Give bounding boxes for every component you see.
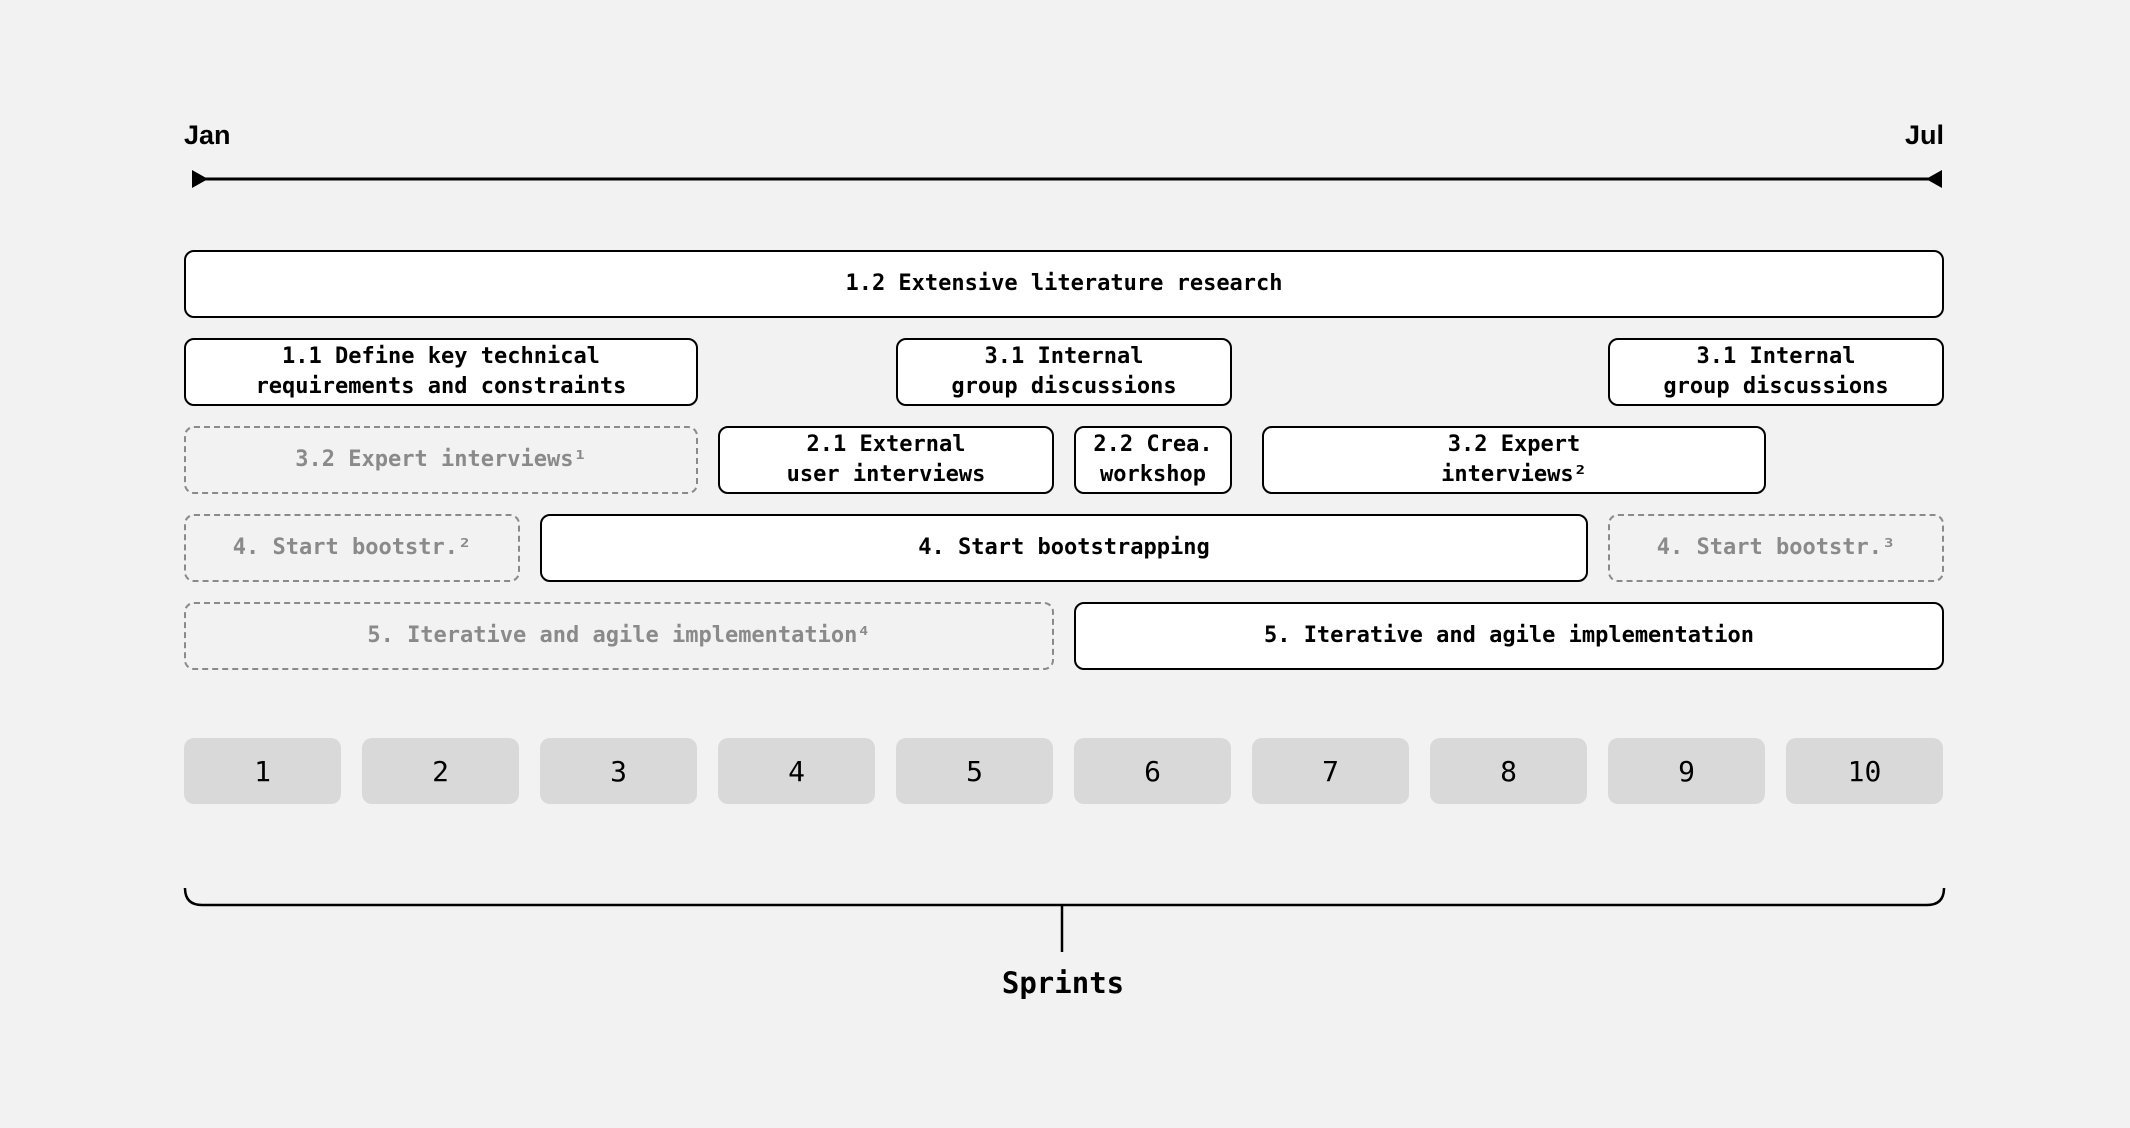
task-agile-implementation-ghost: 5. Iterative and agile implementation⁴ <box>184 602 1054 670</box>
sprint-2: 2 <box>362 738 519 804</box>
sprint-4: 4 <box>718 738 875 804</box>
task-expert-interviews-ghost: 3.2 Expert interviews¹ <box>184 426 698 494</box>
task-bootstrapping-ghost-a: 4. Start bootstr.² <box>184 514 520 582</box>
timeline-arrow-end-head <box>1926 170 1942 188</box>
task-define-requirements: 1.1 Define key technical requirements an… <box>184 338 698 406</box>
sprint-3: 3 <box>540 738 697 804</box>
task-bootstrapping-ghost-b: 4. Start bootstr.³ <box>1608 514 1944 582</box>
task-literature-research: 1.2 Extensive literature research <box>184 250 1944 318</box>
task-agile-implementation: 5. Iterative and agile implementation <box>1074 602 1944 670</box>
sprint-6: 6 <box>1074 738 1231 804</box>
task-start-bootstrapping: 4. Start bootstrapping <box>540 514 1588 582</box>
task-creative-workshop: 2.2 Crea. workshop <box>1074 426 1232 494</box>
task-external-user-interviews: 2.1 External user interviews <box>718 426 1054 494</box>
sprint-8: 8 <box>1430 738 1587 804</box>
timeline-end-label: Jul <box>1904 120 1944 150</box>
sprints-label: Sprints <box>1001 966 1125 1000</box>
sprints-bracket <box>183 887 1946 907</box>
sprint-9: 9 <box>1608 738 1765 804</box>
sprint-7: 7 <box>1252 738 1409 804</box>
sprint-10: 10 <box>1786 738 1943 804</box>
task-internal-discussions-b: 3.1 Internal group discussions <box>1608 338 1944 406</box>
sprint-1: 1 <box>184 738 341 804</box>
task-internal-discussions-a: 3.1 Internal group discussions <box>896 338 1232 406</box>
sprint-5: 5 <box>896 738 1053 804</box>
timeline-arrow-start-head <box>192 170 208 188</box>
task-expert-interviews: 3.2 Expert interviews² <box>1262 426 1766 494</box>
timeline-start-label: Jan <box>184 120 231 150</box>
